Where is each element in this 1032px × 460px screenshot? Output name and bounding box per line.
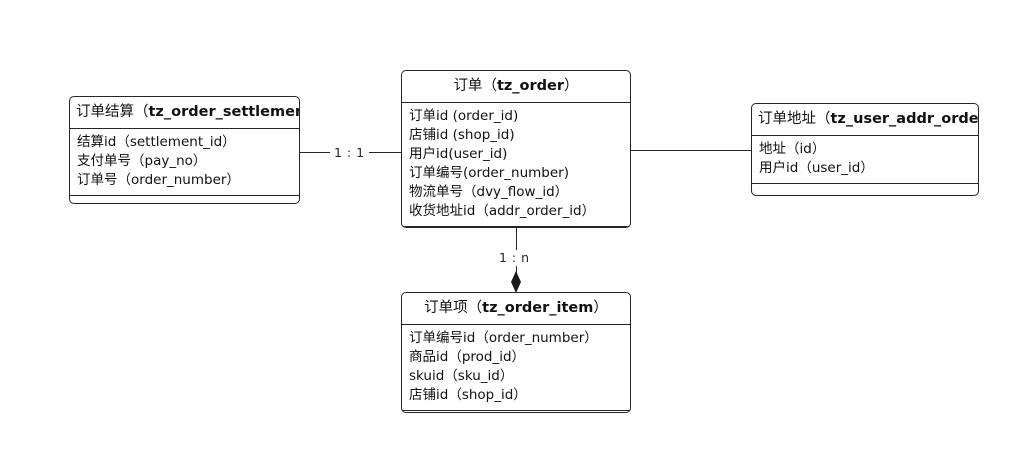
entity-footer-order	[402, 227, 630, 228]
field-row: 店铺id (shop_id)	[409, 127, 515, 144]
entity-name-cn: 订单	[453, 78, 483, 94]
entity-name-cn: 订单结算	[76, 104, 134, 120]
entity-header-order: 订单（tz_order）	[402, 71, 630, 104]
entity-header-order-settlement: 订单结算（tz_order_settlement）	[70, 97, 300, 130]
entity-header-order-item: 订单项（tz_order_item）	[402, 293, 630, 326]
field-row: 订单编号(order_number)	[409, 165, 569, 182]
field-row: 支付单号（pay_no）	[77, 153, 207, 170]
entity-fields-order-settlement: 结算id（settlement_id） 支付单号（pay_no） 订单号（ord…	[70, 129, 299, 197]
field-row: 店铺id（shop_id）	[409, 387, 527, 404]
entity-fields-user-addr-order: 地址（id） 用户id（user_id）	[752, 136, 978, 185]
diamond-arrowhead-icon	[508, 271, 524, 293]
field-row: 商品id（prod_id）	[409, 349, 526, 366]
paren-open: （	[134, 104, 149, 120]
entity-footer-order-settlement	[70, 196, 299, 203]
entity-table-name: tz_order	[496, 78, 565, 94]
entity-footer-user-addr-order	[752, 184, 978, 195]
paren-close: ）	[593, 300, 608, 316]
entity-name-cn: 订单地址	[758, 111, 816, 127]
paren-open: （	[482, 78, 497, 94]
field-row: 用户id（user_id）	[759, 160, 874, 177]
entity-order-item[interactable]: 订单项（tz_order_item） 订单编号id（order_number） …	[401, 292, 631, 413]
field-row: 订单编号id（order_number）	[409, 330, 598, 347]
entity-name-cn: 订单项	[424, 300, 468, 316]
entity-fields-order-item: 订单编号id（order_number） 商品id（prod_id） skuid…	[402, 325, 630, 412]
cardinality-label-settlement-order: 1 : 1	[330, 145, 369, 161]
entity-fields-order: 订单id (order_id) 店铺id (shop_id) 用户id(user…	[402, 103, 630, 227]
field-row: 用户id(user_id)	[409, 146, 508, 163]
entity-order-settlement[interactable]: 订单结算（tz_order_settlement） 结算id（settlemen…	[69, 96, 300, 204]
paren-open: （	[467, 300, 483, 316]
entity-user-addr-order[interactable]: 订单地址（tz_user_addr_order） 地址（id） 用户id（use…	[751, 103, 979, 196]
entity-order[interactable]: 订单（tz_order） 订单id (order_id) 店铺id (shop_…	[401, 70, 631, 228]
paren-close: ）	[564, 78, 579, 94]
entity-table-name: tz_order_item	[482, 300, 594, 316]
entity-table-name: tz_order_settlement	[148, 104, 300, 120]
entity-table-name: tz_user_addr_order	[830, 111, 979, 127]
field-row: 订单号（order_number）	[77, 172, 240, 189]
field-row: 物流单号（dvy_flow_id）	[409, 184, 569, 201]
field-row: 结算id（settlement_id）	[77, 134, 236, 151]
field-row: 地址（id）	[759, 141, 826, 158]
field-row: 订单id (order_id)	[409, 108, 519, 125]
cardinality-label-order-orderitem: 1 : n	[495, 250, 534, 266]
entity-header-user-addr-order: 订单地址（tz_user_addr_order）	[752, 104, 979, 137]
field-row: skuid（sku_id）	[409, 368, 514, 385]
connector-order-address	[629, 150, 753, 151]
field-row: 收货地址id（addr_order_id）	[409, 203, 596, 220]
entity-footer-order-item	[402, 411, 630, 412]
paren-open: （	[816, 111, 831, 127]
